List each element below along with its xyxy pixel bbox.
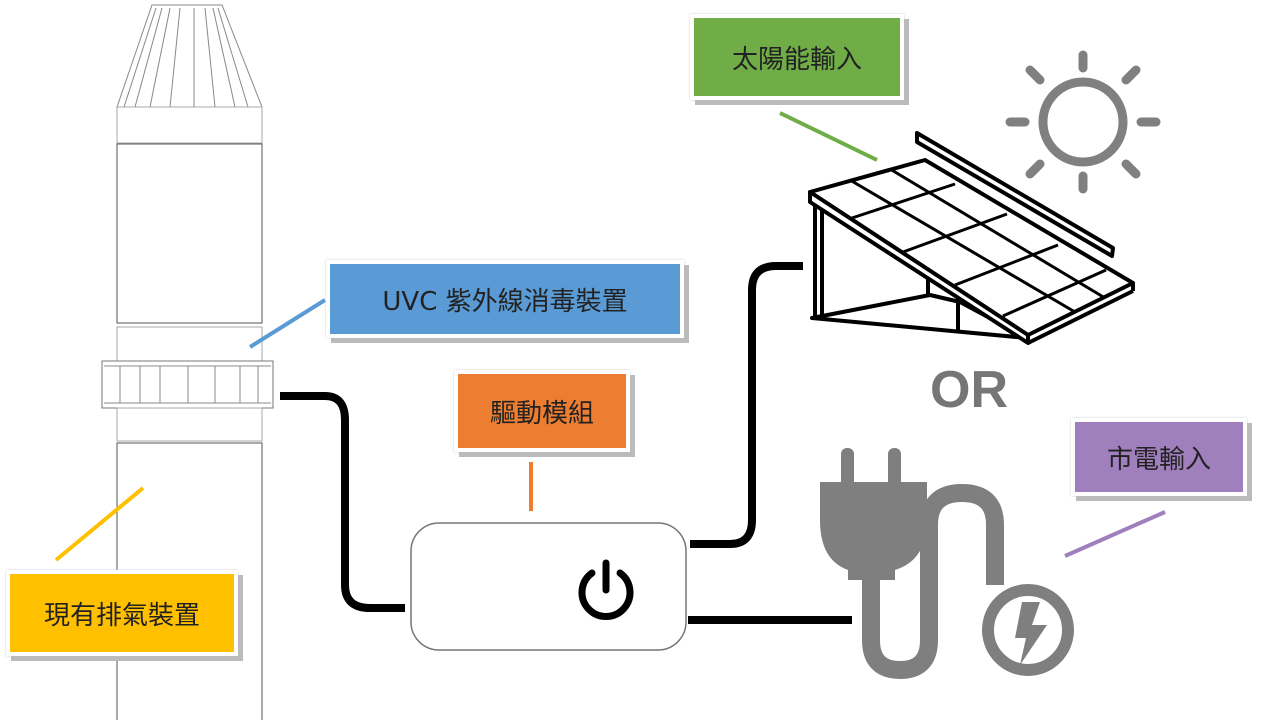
- lightning-icon: [1015, 602, 1047, 665]
- plug-icon: [820, 448, 1074, 680]
- or-text: OR: [930, 361, 1008, 419]
- power-icon: [578, 559, 634, 620]
- solar-leader-line: [779, 111, 878, 162]
- driver-module-box: [410, 522, 687, 651]
- cables: [280, 262, 852, 624]
- mains-input-label: 市電輸入: [1071, 418, 1247, 496]
- sun-icon: [1005, 50, 1161, 194]
- solar-input-label: 太陽能輸入: [690, 14, 904, 100]
- uvc-device-label: UVC 紫外線消毒裝置: [326, 260, 684, 338]
- exhaust-device-label: 現有排氣裝置: [6, 570, 238, 656]
- mains-leader-line: [1064, 510, 1166, 558]
- uvc-leader-line: [248, 298, 327, 349]
- solar-panel: [808, 131, 1135, 345]
- driver-module-label: 驅動模組: [454, 370, 630, 452]
- exhaust-pipe: [101, 4, 274, 720]
- exhaust-leader-line: [54, 486, 145, 562]
